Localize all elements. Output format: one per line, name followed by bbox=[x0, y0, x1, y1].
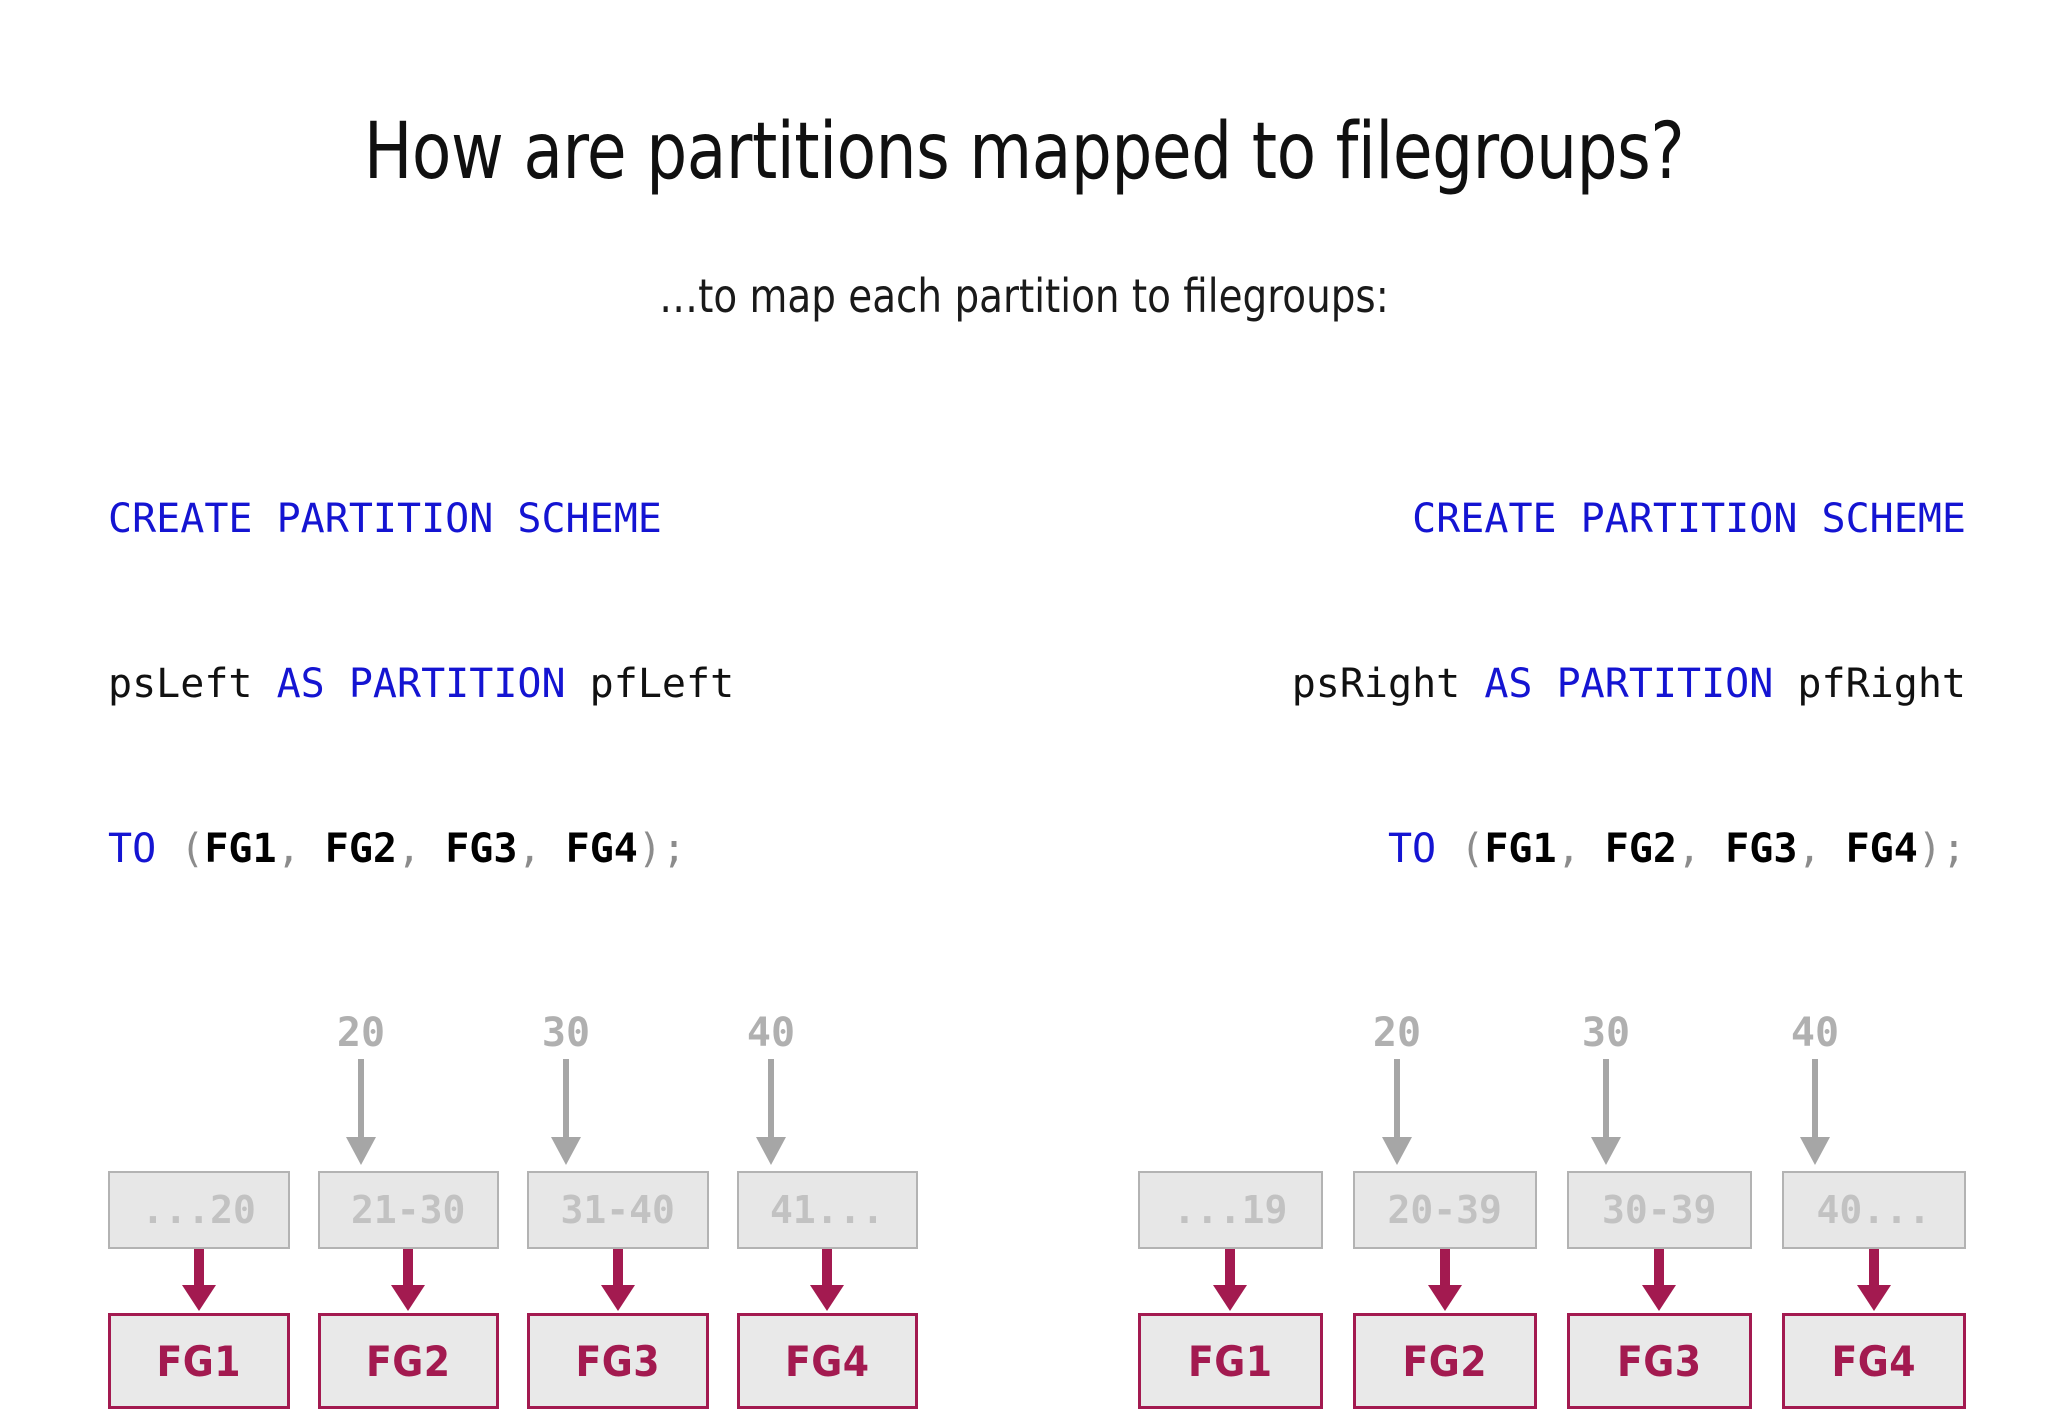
comma: , bbox=[276, 826, 325, 872]
fg-literal: FG1 bbox=[1484, 826, 1557, 872]
filegroup-box: FG1 bbox=[1138, 1313, 1323, 1409]
open-paren: ( bbox=[156, 826, 205, 872]
partition-box: 21-30 bbox=[317, 1171, 499, 1249]
comma: , bbox=[1797, 826, 1846, 872]
comma: , bbox=[397, 826, 446, 872]
boundary-marker: 20 bbox=[1352, 1011, 1442, 1167]
fg-literal: FG2 bbox=[324, 826, 398, 872]
code-block-left: CREATE PARTITION SCHEME psLeft AS PARTIT… bbox=[108, 382, 918, 987]
comma: , bbox=[1556, 826, 1605, 872]
down-arrow-icon bbox=[1770, 1059, 1860, 1167]
filegroup-box: FG1 bbox=[108, 1313, 290, 1409]
mapping-arrows-left bbox=[108, 1249, 918, 1313]
sql-keyword: AS PARTITION bbox=[1460, 661, 1798, 707]
sql-keyword: AS PARTITION bbox=[252, 661, 590, 707]
boundary-label: 30 bbox=[1581, 1010, 1631, 1056]
down-arrow-icon bbox=[521, 1059, 611, 1167]
fg-literal: FG1 bbox=[204, 826, 277, 872]
down-arrow-icon bbox=[316, 1059, 406, 1167]
comma: , bbox=[517, 826, 566, 872]
code-line-2: psRight AS PARTITION pfRight bbox=[1138, 657, 1966, 712]
boundary-marker: 20 bbox=[316, 1011, 406, 1167]
filegroup-row-right: FG1 FG2 FG3 FG4 bbox=[1138, 1313, 1966, 1409]
down-arrow-icon bbox=[1561, 1059, 1651, 1167]
comma: , bbox=[1676, 826, 1726, 872]
down-arrow-icon bbox=[726, 1059, 816, 1167]
boundary-label: 40 bbox=[1790, 1010, 1840, 1056]
mapping-arrows-right bbox=[1138, 1249, 1966, 1313]
boundary-marker: 30 bbox=[521, 1011, 611, 1167]
fg-literal: FG2 bbox=[1604, 826, 1677, 872]
scheme-name: psLeft bbox=[108, 661, 253, 707]
sql-keyword: TO bbox=[108, 826, 157, 872]
function-name: pfLeft bbox=[589, 661, 735, 707]
function-name: pfRight bbox=[1797, 661, 1966, 707]
filegroup-box: FG2 bbox=[1352, 1313, 1537, 1409]
boundary-label: 40 bbox=[746, 1010, 796, 1056]
code-line-2: psLeft AS PARTITION pfLeft bbox=[108, 657, 918, 712]
fg-literal: FG4 bbox=[565, 826, 638, 872]
filegroup-box: FG3 bbox=[1567, 1313, 1752, 1409]
code-line-1: CREATE PARTITION SCHEME bbox=[1138, 492, 1966, 547]
partition-box: 20-39 bbox=[1352, 1171, 1537, 1249]
fg-literal: FG4 bbox=[1845, 826, 1918, 872]
slide-canvas: How are partitions mapped to filegroups?… bbox=[108, 107, 1966, 1409]
code-line-1: CREATE PARTITION SCHEME bbox=[108, 492, 918, 547]
mapping-arrow-icon bbox=[737, 1249, 919, 1313]
filegroup-row-left: FG1 FG2 FG3 FG4 bbox=[108, 1313, 918, 1409]
fg-literal: FG3 bbox=[1725, 826, 1798, 872]
sql-keyword: TO bbox=[1387, 826, 1437, 872]
partition-box: 41... bbox=[736, 1171, 918, 1249]
column-right: CREATE PARTITION SCHEME psRight AS PARTI… bbox=[1138, 382, 1966, 1409]
partition-row-right: ...19 20-39 30-39 40... bbox=[1138, 1171, 1966, 1249]
down-arrow-icon bbox=[1352, 1059, 1442, 1167]
sql-keyword: CREATE PARTITION SCHEME bbox=[1412, 496, 1966, 542]
filegroup-box: FG4 bbox=[1781, 1313, 1966, 1409]
scheme-name: psRight bbox=[1291, 661, 1461, 707]
open-paren: ( bbox=[1436, 826, 1485, 872]
boundary-label: 20 bbox=[1372, 1010, 1422, 1056]
filegroup-box: FG2 bbox=[317, 1313, 499, 1409]
mapping-arrow-icon bbox=[1353, 1249, 1538, 1313]
mapping-arrow-icon bbox=[1138, 1249, 1323, 1313]
filegroup-box: FG4 bbox=[736, 1313, 918, 1409]
column-left: CREATE PARTITION SCHEME psLeft AS PARTIT… bbox=[108, 382, 918, 1409]
page-subtitle: …to map each partition to filegroups: bbox=[659, 269, 1389, 323]
mapping-arrow-icon bbox=[108, 1249, 290, 1313]
sql-keyword: CREATE PARTITION SCHEME bbox=[108, 496, 662, 542]
boundary-label: 20 bbox=[336, 1010, 386, 1056]
mapping-arrow-icon bbox=[527, 1249, 709, 1313]
code-block-right: CREATE PARTITION SCHEME psRight AS PARTI… bbox=[1138, 382, 1966, 987]
mapping-arrow-icon bbox=[1782, 1249, 1967, 1313]
close-paren: ); bbox=[1917, 826, 1966, 872]
boundary-label: 30 bbox=[541, 1010, 591, 1056]
page-title: How are partitions mapped to filegroups? bbox=[363, 107, 1685, 197]
code-line-3: TO (FG1, FG2, FG3, FG4); bbox=[108, 822, 918, 877]
boundary-markers-right: 20 30 40 bbox=[1138, 1011, 1966, 1171]
partition-row-left: ...20 21-30 31-40 41... bbox=[108, 1171, 918, 1249]
fg-literal: FG3 bbox=[445, 826, 518, 872]
mapping-arrow-icon bbox=[318, 1249, 500, 1313]
partition-box: 31-40 bbox=[527, 1171, 709, 1249]
partition-box: ...19 bbox=[1138, 1171, 1323, 1249]
partition-box: 30-39 bbox=[1567, 1171, 1752, 1249]
partition-box: ...20 bbox=[108, 1171, 290, 1249]
close-paren: ); bbox=[637, 826, 687, 872]
filegroup-box: FG3 bbox=[527, 1313, 709, 1409]
boundary-marker: 40 bbox=[1770, 1011, 1860, 1167]
code-line-3: TO (FG1, FG2, FG3, FG4); bbox=[1138, 822, 1966, 877]
boundary-markers-left: 20 30 40 bbox=[108, 1011, 918, 1171]
boundary-marker: 30 bbox=[1561, 1011, 1651, 1167]
mapping-arrow-icon bbox=[1567, 1249, 1752, 1313]
boundary-marker: 40 bbox=[726, 1011, 816, 1167]
partition-box: 40... bbox=[1781, 1171, 1966, 1249]
